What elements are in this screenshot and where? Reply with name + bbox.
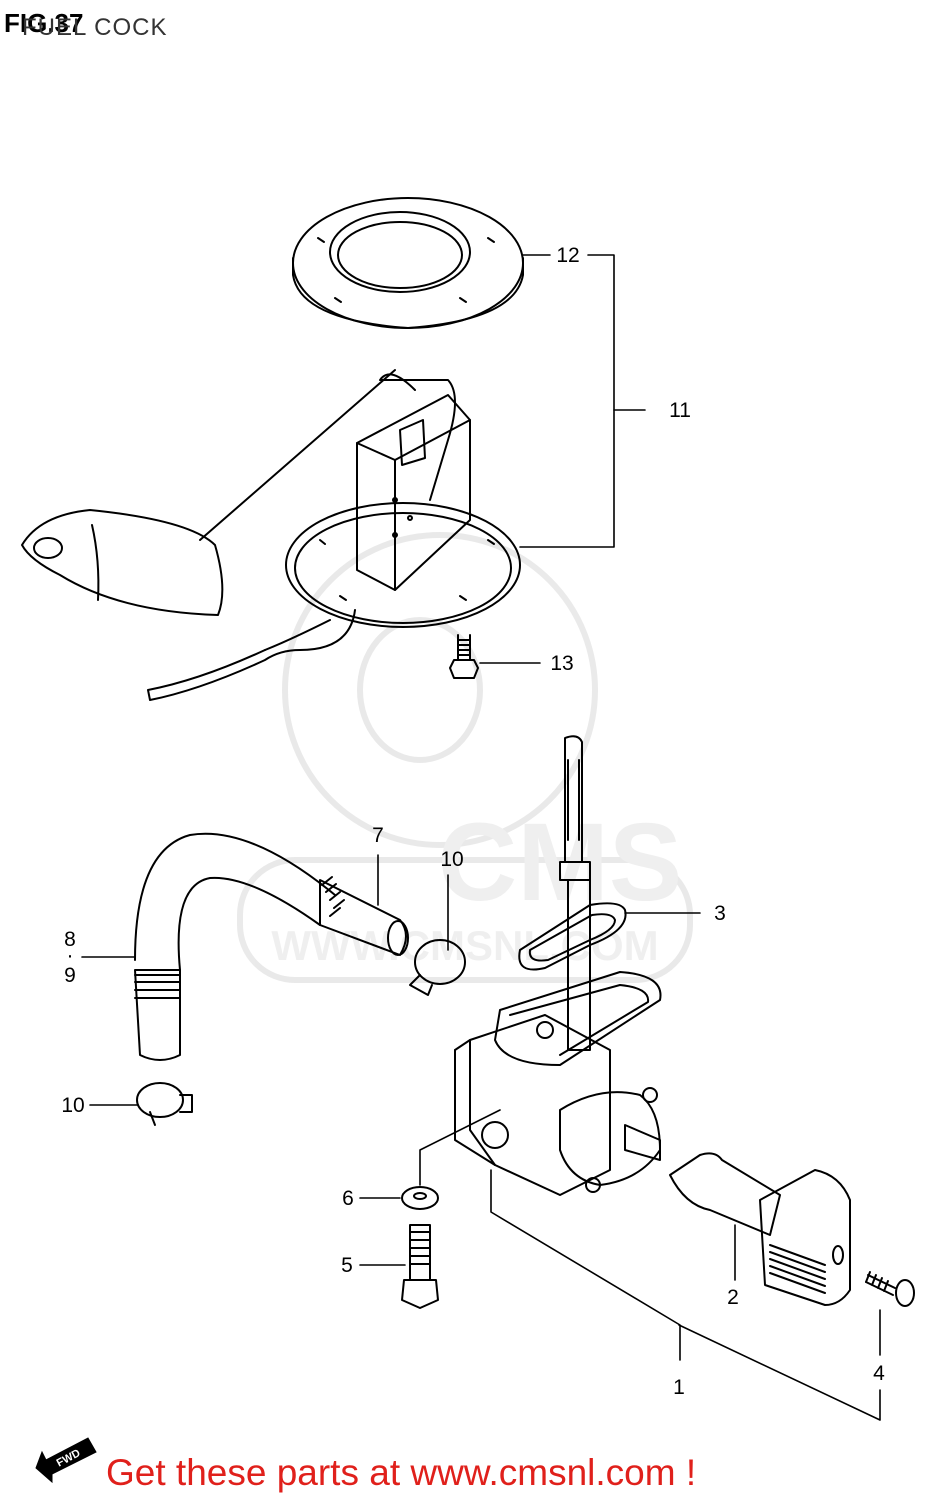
leader-lines bbox=[81, 254, 881, 1421]
fuel-hose-7 bbox=[134, 832, 409, 1061]
callout-dot: · bbox=[67, 944, 74, 967]
screw-13 bbox=[449, 634, 479, 679]
callout-12: 12 bbox=[556, 244, 579, 267]
callout-6: 6 bbox=[342, 1187, 354, 1210]
figure-title: FIG.37 bbox=[4, 8, 84, 38]
callout-13: 13 bbox=[550, 652, 573, 675]
callout-7: 7 bbox=[372, 824, 384, 847]
callout-11: 11 bbox=[669, 399, 691, 422]
callout-3: 3 bbox=[714, 902, 726, 925]
fuel-cock-body-1 bbox=[454, 735, 662, 1196]
lever-2 bbox=[669, 1152, 851, 1306]
washer-6 bbox=[401, 1186, 439, 1210]
oring-3 bbox=[518, 902, 627, 971]
callout-10-upper: 10 bbox=[440, 848, 463, 871]
bolt-5 bbox=[401, 1224, 439, 1309]
callout-9: 9 bbox=[64, 964, 76, 987]
screw-4 bbox=[865, 1271, 915, 1307]
figure-subtitle: FUEL COCK bbox=[22, 14, 168, 41]
clamp-10-upper bbox=[409, 939, 466, 996]
callout-5: 5 bbox=[341, 1254, 353, 1277]
callout-1: 1 bbox=[673, 1376, 685, 1399]
callout-8: 8 bbox=[64, 928, 76, 951]
callout-2: 2 bbox=[727, 1286, 739, 1309]
clamp-10-lower bbox=[136, 1082, 193, 1126]
footer-cta[interactable]: Get these parts at www.cmsnl.com ! bbox=[106, 1452, 697, 1493]
forward-arrow-icon: FWD bbox=[35, 1437, 97, 1484]
callout-10-lower: 10 bbox=[61, 1094, 84, 1117]
callout-4: 4 bbox=[873, 1362, 885, 1385]
fuel-sender-11 bbox=[21, 369, 521, 701]
gasket-12 bbox=[292, 197, 524, 329]
